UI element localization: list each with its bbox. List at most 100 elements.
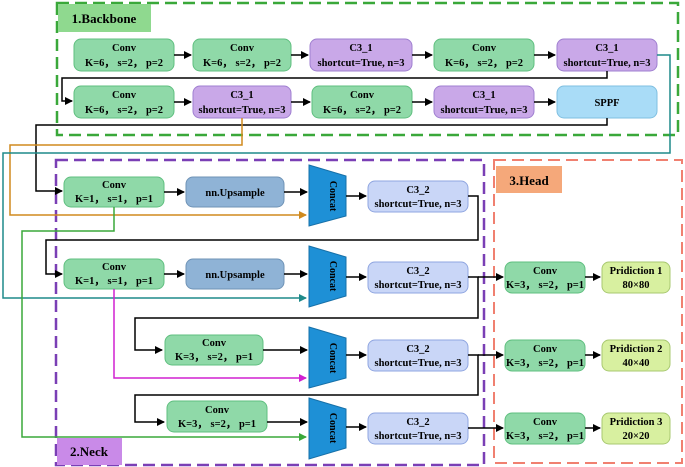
svg-text:Concat: Concat xyxy=(327,343,338,374)
backbone-row1-conv-1: Conv K=6， s=2， p=2 xyxy=(73,38,175,72)
svg-text:nn.Upsample: nn.Upsample xyxy=(205,270,265,281)
skip-arrow-orange xyxy=(9,118,307,219)
svg-text:shortcut=True, n=3: shortcut=True, n=3 xyxy=(374,431,461,442)
neck-conv-3: Conv K=3， s=2， p=1 xyxy=(164,334,264,366)
svg-text:Conv: Conv xyxy=(350,90,375,101)
svg-text:K=3， s=2， p=1: K=3， s=2， p=1 xyxy=(506,431,584,442)
backbone-label: 1.Backbone xyxy=(72,11,137,26)
concat-3: Concat xyxy=(308,326,347,389)
head-conv-1: Conv K=3， s=2， p=1 xyxy=(504,261,586,294)
svg-text:shortcut=True, n=3: shortcut=True, n=3 xyxy=(317,58,404,69)
concat-4: Concat xyxy=(308,397,347,460)
head-label-box xyxy=(496,166,562,193)
arrow xyxy=(134,354,479,426)
svg-text:K=6， s=2， p=2: K=6， s=2， p=2 xyxy=(323,105,401,116)
svg-text:Conv: Conv xyxy=(112,90,137,101)
svg-text:shortcut=True, n=3: shortcut=True, n=3 xyxy=(374,199,461,210)
svg-text:shortcut=True, n=3: shortcut=True, n=3 xyxy=(374,280,461,291)
concat-2: Concat xyxy=(308,245,347,308)
backbone-row1-c3-1: C3_1 shortcut=True, n=3 xyxy=(309,38,413,72)
neck-conv-1: Conv K=1， s=1， p=1 xyxy=(63,176,165,208)
backbone-border xyxy=(55,1,680,137)
svg-text:80×80: 80×80 xyxy=(623,280,650,291)
head-conv-3: Conv K=3， s=2， p=1 xyxy=(504,412,586,445)
backbone-row1-conv-2: Conv K=6， s=2， p=2 xyxy=(192,38,292,72)
arrow xyxy=(61,71,608,105)
svg-text:Conv: Conv xyxy=(112,43,137,54)
svg-text:K=6， s=2， p=2: K=6， s=2， p=2 xyxy=(85,58,163,69)
backbone-row2-sppf: SPPF xyxy=(556,85,658,119)
prediction-1: Pridiction 1 80×80 xyxy=(601,261,671,294)
svg-text:Concat: Concat xyxy=(327,413,338,444)
neck-c3-2-block-3: C3_2 shortcut=True, n=3 xyxy=(367,339,469,372)
arrow xyxy=(35,118,608,195)
prediction-2: Pridiction 2 40×40 xyxy=(601,339,671,372)
svg-text:20×20: 20×20 xyxy=(623,431,650,442)
svg-text:Conv: Conv xyxy=(102,262,127,273)
svg-text:shortcut=True, n=3: shortcut=True, n=3 xyxy=(374,358,461,369)
neck-upsample-2: nn.Upsample xyxy=(185,258,285,290)
svg-text:K=3， s=2， p=1: K=3， s=2， p=1 xyxy=(506,358,584,369)
backbone-row2-conv-1: Conv K=6， s=2， p=2 xyxy=(73,85,175,119)
svg-text:C3_2: C3_2 xyxy=(406,344,429,355)
svg-text:Conv: Conv xyxy=(533,266,558,277)
svg-text:C3_2: C3_2 xyxy=(406,185,429,196)
skip-arrow-magenta xyxy=(113,289,307,382)
skip-arrow-teal xyxy=(2,54,671,302)
neck-label: 2.Neck xyxy=(70,444,109,459)
svg-text:C3_2: C3_2 xyxy=(406,266,429,277)
svg-text:Conv: Conv xyxy=(202,338,227,349)
svg-text:Conv: Conv xyxy=(205,405,230,416)
arrow xyxy=(134,276,479,354)
svg-text:K=3， s=2， p=1: K=3， s=2， p=1 xyxy=(178,419,256,430)
neck-c3-2-block-1: C3_2 shortcut=True, n=3 xyxy=(367,180,469,213)
backbone-row2-c3-1: C3_1 shortcut=True, n=3 xyxy=(192,85,292,119)
svg-text:K=6， s=2， p=2: K=6， s=2， p=2 xyxy=(445,58,523,69)
svg-text:40×40: 40×40 xyxy=(623,358,650,369)
svg-text:K=6， s=2， p=2: K=6， s=2， p=2 xyxy=(203,58,281,69)
neck-border xyxy=(54,158,486,467)
svg-text:K=1， s=1， p=1: K=1， s=1， p=1 xyxy=(75,194,153,205)
svg-text:Pridiction 2: Pridiction 2 xyxy=(610,344,663,355)
svg-text:Concat: Concat xyxy=(327,181,338,212)
svg-text:Conv: Conv xyxy=(102,180,127,191)
svg-text:SPPF: SPPF xyxy=(594,98,619,109)
svg-text:Pridiction 1: Pridiction 1 xyxy=(610,266,663,277)
svg-text:Concat: Concat xyxy=(327,261,338,292)
svg-text:Conv: Conv xyxy=(533,417,558,428)
head-label: 3.Head xyxy=(509,173,549,188)
svg-text:C3_1: C3_1 xyxy=(230,90,253,101)
backbone-row1-conv-3: Conv K=6， s=2， p=2 xyxy=(433,38,535,72)
neck-conv-4: Conv K=3， s=2， p=1 xyxy=(166,400,268,433)
svg-text:Conv: Conv xyxy=(533,344,558,355)
svg-text:shortcut=True, n=3: shortcut=True, n=3 xyxy=(198,105,285,116)
svg-text:K=1， s=1， p=1: K=1， s=1， p=1 xyxy=(75,276,153,287)
arrow xyxy=(45,195,479,278)
svg-text:C3_1: C3_1 xyxy=(472,90,495,101)
neck-conv-2: Conv K=1， s=1， p=1 xyxy=(63,258,165,290)
backbone-row1-c3-2: C3_1 shortcut=True, n=3 xyxy=(556,38,658,72)
backbone-label-box xyxy=(58,4,151,32)
backbone-row2-conv-2: Conv K=6， s=2， p=2 xyxy=(311,85,413,119)
svg-text:K=3， s=2， p=1: K=3， s=2， p=1 xyxy=(175,352,253,363)
head-border xyxy=(493,159,683,464)
backbone-row2-c3-2: C3_1 shortcut=True, n=3 xyxy=(433,85,535,119)
svg-text:K=3， s=2， p=1: K=3， s=2， p=1 xyxy=(506,280,584,291)
svg-text:K=6， s=2， p=2: K=6， s=2， p=2 xyxy=(85,105,163,116)
svg-text:shortcut=True, n=3: shortcut=True, n=3 xyxy=(563,58,650,69)
prediction-3: Pridiction 3 20×20 xyxy=(601,412,671,445)
head-conv-2: Conv K=3， s=2， p=1 xyxy=(504,339,586,372)
svg-text:Conv: Conv xyxy=(230,43,255,54)
neck-c3-2-block-2: C3_2 shortcut=True, n=3 xyxy=(367,261,469,294)
skip-arrow-green xyxy=(21,207,307,441)
svg-text:C3_1: C3_1 xyxy=(595,43,618,54)
neck-label-box xyxy=(57,438,122,465)
svg-text:Pridiction 3: Pridiction 3 xyxy=(610,417,663,428)
svg-text:Conv: Conv xyxy=(472,43,497,54)
neck-upsample-1: nn.Upsample xyxy=(185,176,285,208)
svg-text:C3_2: C3_2 xyxy=(406,417,429,428)
svg-text:nn.Upsample: nn.Upsample xyxy=(205,188,265,199)
neck-c3-2-block-4: C3_2 shortcut=True, n=3 xyxy=(367,412,469,445)
